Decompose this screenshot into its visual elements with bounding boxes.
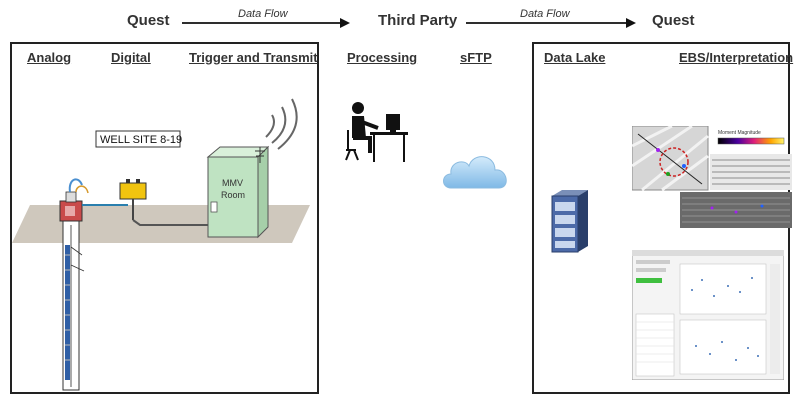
geophone-string xyxy=(65,245,70,380)
header-title-middle: Third Party xyxy=(378,12,458,29)
quest-field-panel xyxy=(10,42,319,394)
flow-arrow-2-head xyxy=(626,18,636,28)
column-label-data-lake: Data Lake xyxy=(544,50,606,65)
mmv-room-label-1: MMV xyxy=(222,178,243,188)
digitizer-box xyxy=(119,182,147,200)
column-label-sftp: sFTP xyxy=(460,50,492,65)
column-label-analog: Analog xyxy=(27,50,72,65)
column-label-processing: Processing xyxy=(347,50,418,65)
column-label-trigger: Trigger and Transmit xyxy=(189,50,318,65)
magnitude-colorbar xyxy=(717,137,785,145)
flow-label-1: Data Flow xyxy=(238,8,288,20)
well-site-illustration: MMV Room WELL SITE 8-19 xyxy=(12,98,310,391)
well-site-sign-text: WELL SITE 8-19 xyxy=(100,134,182,146)
interpretation-map-figure: Moment Magnitude xyxy=(632,126,792,228)
header-title-left: Quest xyxy=(127,12,170,29)
colorbar-title: Moment Magnitude xyxy=(718,130,761,136)
interpretation-software-screenshot xyxy=(632,250,784,380)
column-label-digital: Digital xyxy=(111,50,151,65)
flow-label-2: Data Flow xyxy=(520,8,570,20)
header-title-right: Quest xyxy=(652,12,695,29)
cloud-icon xyxy=(443,156,507,189)
well-site-sign xyxy=(95,130,181,148)
flow-arrows xyxy=(182,18,636,28)
signal-waves-icon xyxy=(265,114,275,138)
mmv-room-label-2: Room xyxy=(221,190,245,200)
server-icon xyxy=(551,190,588,253)
column-label-ebs: EBS/Interpretation xyxy=(679,50,794,65)
flow-arrow-1-head xyxy=(340,18,350,28)
person-at-computer-icon xyxy=(345,102,408,162)
